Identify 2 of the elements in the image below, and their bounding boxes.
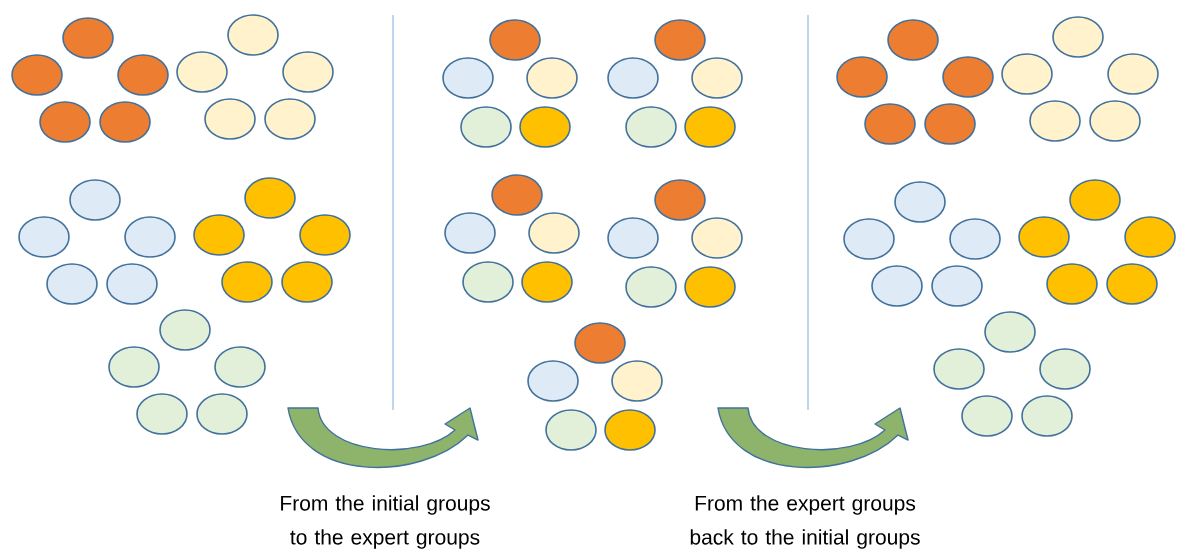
arrow-caption: From the expert groups back to the initial groups bbox=[690, 495, 920, 549]
arrow-caption: From the initial groups to the expert groups bbox=[281, 495, 490, 549]
